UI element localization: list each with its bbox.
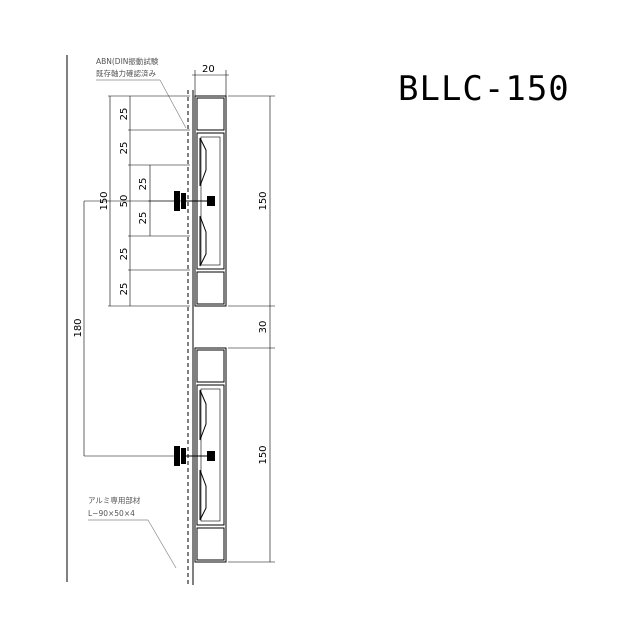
bracket-note-line1: アルミ専用部材 xyxy=(88,495,141,505)
dim-top-width: 20 xyxy=(192,64,229,100)
dim-left-25-c: 25 xyxy=(138,178,149,191)
dim-left-25-a: 25 xyxy=(119,108,130,121)
right-dimensions: 150 30 150 xyxy=(228,95,275,563)
bracket-note: アルミ専用部材 L−90×50×4 xyxy=(88,495,177,569)
anchor-note-line1: ABN(DIN振動試験 xyxy=(96,56,159,66)
left-dimensions: 25 25 25 25 50 25 25 150 180 xyxy=(73,95,190,456)
dim-right-150-bottom: 150 xyxy=(258,445,269,464)
dim-right-30: 30 xyxy=(258,321,269,334)
dim-left-25-d: 25 xyxy=(138,212,149,225)
dim-left-150: 150 xyxy=(99,191,110,210)
dim-top-width-label: 20 xyxy=(202,64,215,75)
dim-right-150-top: 150 xyxy=(258,191,269,210)
drawing-title: BLLC-150 xyxy=(398,69,570,109)
bracket-note-line2: L−90×50×4 xyxy=(88,509,135,518)
lower-unit xyxy=(84,347,227,563)
dim-left-25-b: 25 xyxy=(119,142,130,155)
dim-left-25-e: 25 xyxy=(119,248,130,261)
dim-left-25-f: 25 xyxy=(119,283,130,296)
dim-left-180: 180 xyxy=(73,318,84,337)
anchor-note: ABN(DIN振動試験 既存軸力確認済み xyxy=(96,56,187,129)
lower-bolt xyxy=(174,446,215,466)
anchor-note-line2: 既存軸力確認済み xyxy=(96,68,156,78)
dim-left-50: 50 xyxy=(119,195,130,208)
